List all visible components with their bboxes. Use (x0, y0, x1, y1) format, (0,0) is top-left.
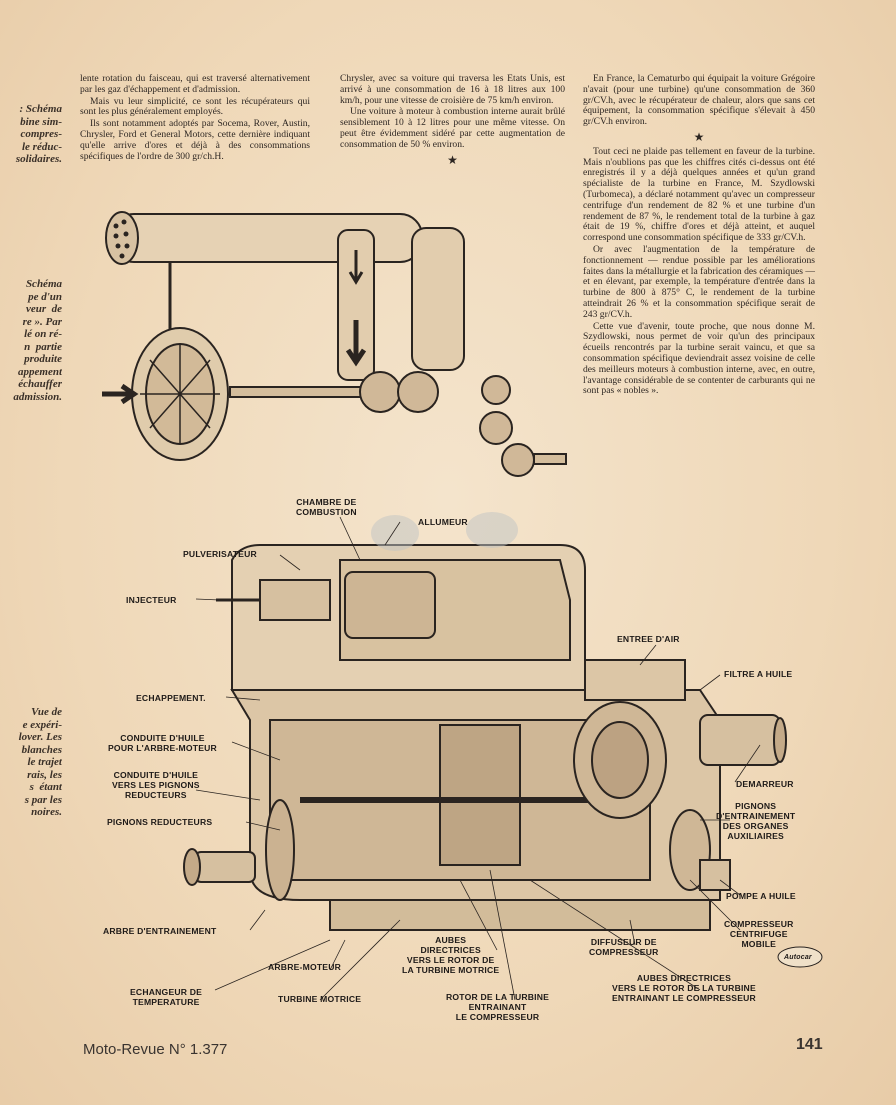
label-oil-line-shaft: CONDUITE D'HUILE POUR L'ARBRE-MOTEUR (108, 733, 217, 753)
section-star: ★ (447, 152, 458, 167)
margin-caption-3: Vue de e expéri- lover. Les blanches le … (18, 706, 62, 816)
label-compressor-turbine-rotor: ROTOR DE LA TURBINE ENTRAINANT LE COMPRE… (446, 992, 550, 1022)
paragraph: lente rotation du faisceau, qui est trav… (80, 73, 310, 95)
label-oil-filter: FILTRE A HUILE (724, 669, 793, 679)
label-accessory-gears: PIGNONS D'ENTRAINEMENT DES ORGANES AUXIL… (716, 801, 796, 841)
label-heat-exchanger: ECHANGEUR DE TEMPERATURE (130, 987, 203, 1007)
label-exhaust: ECHAPPEMENT. (136, 693, 206, 703)
regenerator-sketch (102, 211, 567, 477)
page-number: 141 (796, 1036, 823, 1053)
paragraph: En France, la Cematurbo qui équipait la … (583, 73, 815, 128)
label-autocar: Autocar (784, 954, 812, 961)
label-sprayer: PULVERISATEUR (183, 549, 257, 559)
paragraph: Ils sont notamment adoptés par Socema, R… (80, 118, 310, 162)
autocar-badge (777, 946, 823, 968)
text-column-1: lente rotation du faisceau, qui est trav… (80, 73, 310, 163)
label-combustion-chamber: CHAMBRE DE COMBUSTION (296, 497, 357, 517)
label-oil-pump: POMPE A HUILE (726, 891, 796, 901)
label-centrifugal-compressor: COMPRESSEUR CENTRIFUGE MOBILE (724, 919, 794, 949)
label-output-shaft: ARBRE-MOTEUR (268, 962, 342, 972)
label-igniter: ALLUMEUR (418, 517, 468, 527)
text-column-2: Chrysler, avec sa voiture qui traversa l… (340, 73, 565, 169)
leader-lines (195, 516, 761, 1001)
paragraph: Mais vu leur simplicité, ce sont les réc… (80, 95, 310, 118)
turbine-cutaway-drawing (183, 512, 787, 931)
magazine-issue: Moto-Revue N° 1.377 (83, 1041, 228, 1058)
label-injector: INJECTEUR (126, 595, 177, 605)
label-guide-vanes-compressor: AUBES DIRECTRICES VERS LE ROTOR DE LA TU… (612, 973, 756, 1003)
label-compressor-diffuser: DIFFUSEUR DE COMPRESSEUR (589, 937, 659, 957)
label-power-turbine: TURBINE MOTRICE (278, 994, 362, 1004)
section-star: ★ (693, 129, 705, 144)
paragraph: Tout ceci ne plaide pas tellement en fav… (583, 145, 815, 244)
paragraph: Une voiture à moteur à combustion intern… (340, 106, 565, 150)
label-starter: DEMARREUR (736, 779, 794, 789)
paragraph: Chrysler, avec sa voiture qui traversa l… (340, 73, 565, 106)
margin-caption-2: Schéma pe d'un veur de re ». Par lé on r… (13, 278, 62, 403)
label-reduction-gears: PIGNONS REDUCTEURS (107, 817, 213, 827)
text-column-3: En France, la Cematurbo qui équipait la … (583, 73, 815, 398)
paragraph: Cette vue d'avenir, toute proche, que no… (583, 320, 815, 397)
margin-caption-1: : Schéma bine sim- compres- le réduc- so… (15, 103, 62, 163)
paragraph: Or avec l'augmentation de la température… (583, 243, 815, 320)
label-air-inlet: ENTREE D'AIR (617, 634, 680, 644)
label-drive-shaft: ARBRE D'ENTRAINEMENT (103, 926, 217, 936)
label-guide-vanes-power-turbine: AUBES DIRECTRICES VERS LE ROTOR DE LA TU… (402, 935, 500, 975)
label-oil-line-gears: CONDUITE D'HUILE VERS LES PIGNONS REDUCT… (112, 770, 200, 800)
